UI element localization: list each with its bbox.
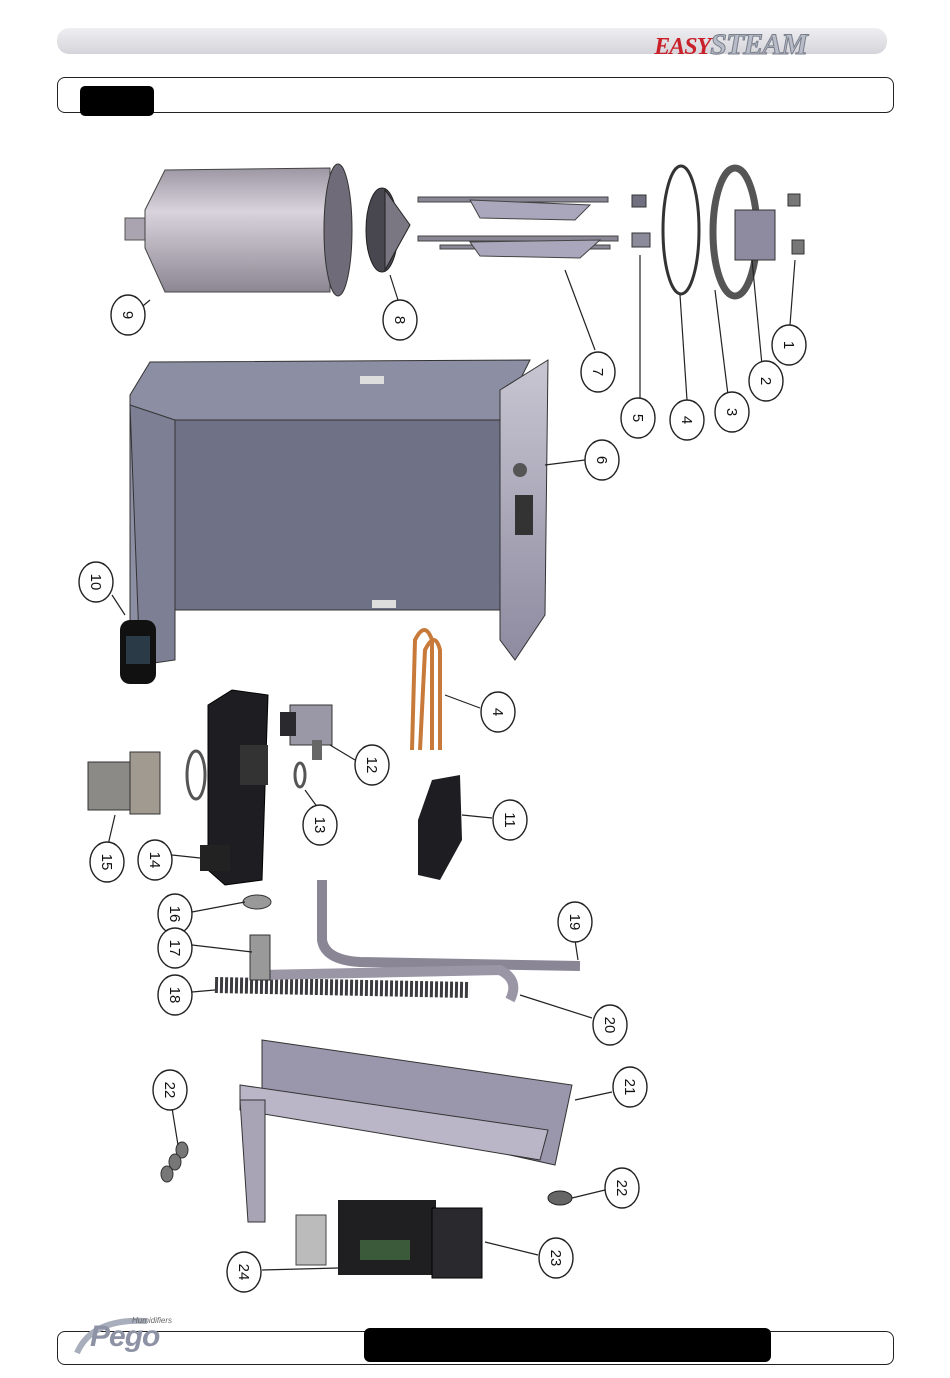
- svg-text:4: 4: [489, 708, 506, 716]
- pump-base: [200, 690, 268, 885]
- o-ring-top: [663, 166, 699, 294]
- svg-text:23: 23: [547, 1250, 564, 1267]
- terminal-block: [296, 1200, 436, 1275]
- electrodes: [418, 197, 618, 258]
- chassis-frame: [130, 360, 548, 665]
- svg-text:1: 1: [780, 341, 797, 349]
- svg-text:18: 18: [166, 987, 183, 1004]
- svg-text:20: 20: [601, 1017, 618, 1034]
- svg-text:13: 13: [311, 817, 328, 834]
- elbow-fitting: [632, 233, 650, 247]
- svg-text:7: 7: [589, 368, 606, 376]
- nut: [792, 240, 804, 254]
- display-controller: [120, 620, 156, 684]
- nuts-22: [161, 1142, 188, 1182]
- svg-text:3: 3: [723, 408, 740, 416]
- svg-text:16: 16: [166, 906, 183, 923]
- solenoid-valve: [280, 705, 332, 760]
- pump-gasket: [187, 751, 205, 799]
- footer-tab: [364, 1328, 771, 1362]
- top-flange: [713, 168, 775, 296]
- svg-text:9: 9: [119, 311, 136, 319]
- svg-text:6: 6: [593, 456, 610, 464]
- svg-text:12: 12: [363, 757, 380, 774]
- nut: [788, 194, 800, 206]
- hose-assembly: [215, 880, 580, 1000]
- svg-text:15: 15: [98, 854, 115, 871]
- pego-tagline: Humidifiers: [132, 1316, 172, 1325]
- svg-text:14: 14: [146, 852, 163, 869]
- seal-ring: [295, 763, 305, 787]
- steam-cylinder: [125, 164, 352, 296]
- svg-text:22: 22: [161, 1082, 178, 1099]
- relay: [432, 1208, 482, 1278]
- mounting-bracket: [240, 1040, 572, 1222]
- heater-coil: [412, 630, 440, 750]
- filter-cone: [366, 188, 410, 272]
- svg-text:2: 2: [757, 377, 774, 385]
- fitting-small: [632, 195, 646, 207]
- svg-text:4: 4: [678, 416, 695, 424]
- nut-22-b: [548, 1191, 572, 1205]
- cap: [243, 895, 271, 909]
- svg-text:22: 22: [613, 1180, 630, 1197]
- svg-text:8: 8: [391, 316, 408, 324]
- svg-text:24: 24: [235, 1264, 252, 1281]
- svg-text:17: 17: [166, 940, 183, 957]
- svg-text:10: 10: [87, 574, 104, 591]
- svg-text:11: 11: [501, 812, 518, 828]
- pego-logo: Pego: [90, 1320, 159, 1354]
- svg-text:21: 21: [621, 1079, 638, 1096]
- drain-pump: [88, 752, 160, 814]
- svg-text:19: 19: [566, 914, 583, 931]
- svg-text:5: 5: [629, 414, 646, 422]
- bracket-dark: [418, 775, 462, 880]
